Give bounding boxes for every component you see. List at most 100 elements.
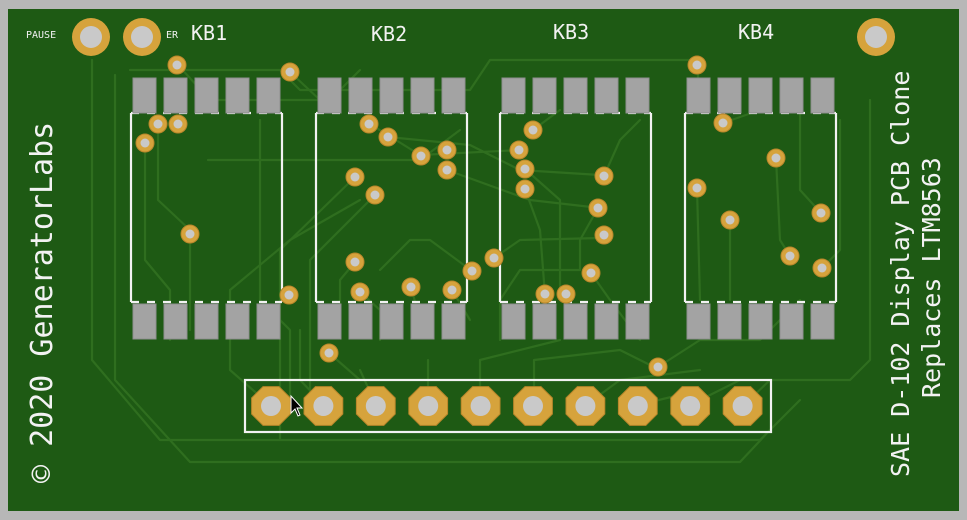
via [280,62,300,82]
title-line-1: SAE D-102 Display PCB Clone [886,71,915,477]
via [167,55,187,75]
via [713,113,733,133]
pin-header [251,386,763,426]
via [345,252,365,272]
display-pad-bottom [441,303,466,340]
via [437,140,457,160]
display-kb3 [498,77,653,340]
header-pin [513,386,553,426]
via [588,198,608,218]
header-pin [460,386,501,426]
display-pad-top [132,77,157,114]
via [168,114,188,134]
vias [135,55,832,377]
display-pad-top [779,77,804,114]
via [180,224,200,244]
display-pad-top [163,77,188,114]
display-pad-bottom [132,303,157,340]
display-pad-top [348,77,373,114]
display-pad-bottom [163,303,188,340]
display-pad-top [225,77,250,114]
display-pad-bottom [256,303,281,340]
display-pad-bottom [410,303,435,340]
header-pin [617,386,658,426]
via [766,148,786,168]
via [411,146,431,166]
display-pad-top [379,77,404,114]
header-pin [722,386,763,426]
via [648,357,668,377]
display-pad-top [194,77,219,114]
kb3-label: KB3 [553,20,589,44]
header-pin [303,386,344,426]
via [687,55,707,75]
display-pad-bottom [532,303,557,340]
display-pad-bottom [625,303,650,340]
header-pin [670,386,711,426]
header-outline [243,378,773,434]
display-pad-top [441,77,466,114]
via [687,178,707,198]
display-pad-top [256,77,281,114]
kb2-label: KB2 [371,22,407,46]
mounting-holes [72,18,895,56]
display-pad-top [594,77,619,114]
via [135,133,155,153]
display-pad-bottom [348,303,373,340]
display-pad-top [317,77,342,114]
via [515,159,535,179]
display-pad-top [748,77,773,114]
via [811,203,831,223]
display-pad-bottom [379,303,404,340]
display-pad-top [686,77,711,114]
via [484,248,504,268]
title-line-2: Replaces LTM8563 [917,157,946,398]
display-pad-bottom [194,303,219,340]
display-pad-top [810,77,835,114]
via [365,185,385,205]
via [780,246,800,266]
display-kb2 [314,77,469,340]
display-footprints [129,77,838,340]
via [535,284,555,304]
display-pad-top [532,77,557,114]
display-kb1 [129,77,284,340]
header-pin [565,386,606,426]
via [437,160,457,180]
via [509,140,529,160]
kb4-label: KB4 [738,20,774,44]
via [350,282,370,302]
via [556,284,576,304]
display-pad-top [563,77,588,114]
header-pin [355,386,396,426]
display-pad-top [625,77,650,114]
via [148,114,168,134]
via [594,225,614,245]
via [345,167,365,187]
via [720,210,740,230]
via [523,120,543,140]
display-pad-bottom [810,303,835,340]
via [319,343,339,363]
kb1-label: KB1 [191,21,227,45]
via [401,277,421,297]
display-pad-bottom [686,303,711,340]
display-pad-top [717,77,742,114]
header-pin [408,386,449,426]
er-label: ER [166,30,179,41]
via [581,263,601,283]
display-pad-bottom [748,303,773,340]
via [594,166,614,186]
display-pad-bottom [717,303,742,340]
header-pin [251,386,291,426]
via [378,127,398,147]
via [462,261,482,281]
pause-label: PAUSE [26,30,56,41]
display-pad-bottom [563,303,588,340]
display-pad-bottom [779,303,804,340]
via [442,280,462,300]
display-pad-bottom [317,303,342,340]
copyright-text: © 2020 GeneratorLabs [25,122,60,483]
display-pad-bottom [501,303,526,340]
